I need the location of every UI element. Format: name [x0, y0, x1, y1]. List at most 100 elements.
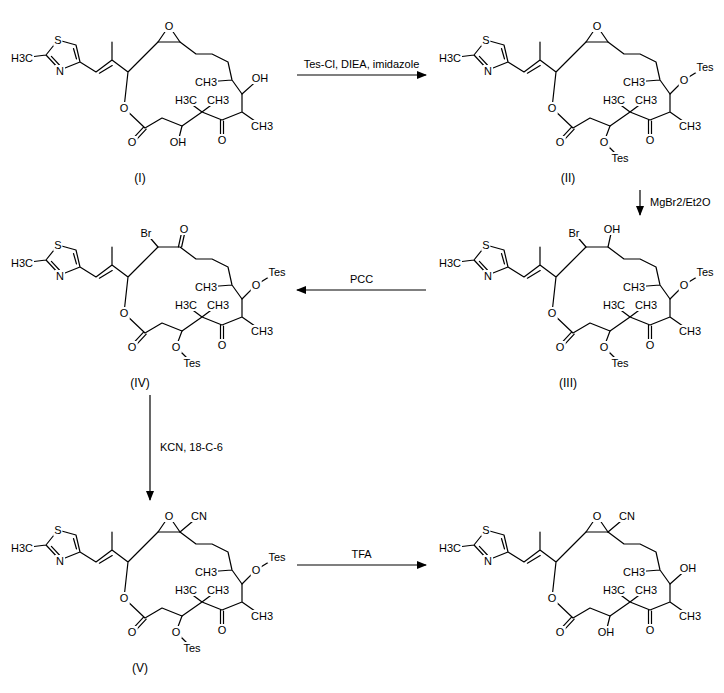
skeleton: [22, 245, 262, 348]
atom-label: O: [592, 20, 603, 32]
atom-label: CH3: [194, 281, 218, 293]
atom-label: CH3: [194, 76, 218, 88]
atom-label: H3C: [174, 584, 198, 596]
silyl-ether-bonds: [176, 557, 277, 648]
molecule-drawing: [450, 26, 705, 158]
molecule-drawing: [22, 516, 277, 648]
atom-label: Tes: [610, 357, 629, 369]
atom-label: S: [53, 524, 62, 536]
atom-label: CH3: [250, 120, 274, 132]
atom-label: N: [483, 555, 493, 567]
atom-label: O: [599, 341, 610, 353]
reaction-arrow: [149, 395, 150, 500]
atom-label: O: [592, 510, 603, 522]
skeleton: [22, 530, 262, 633]
atom-label: CN: [618, 510, 636, 522]
atom-label: CH3: [678, 610, 702, 622]
atom-label: CH3: [250, 610, 274, 622]
atom-label: H3C: [602, 94, 626, 106]
compound: OSH3CNOHCH3H3CCH3OCH3OOOH(I): [5, 12, 293, 188]
compound: OCNSTesH3CNOCH3H3CCH3OCH3OOOTes(V): [5, 502, 293, 678]
atom-label: OH: [603, 223, 622, 235]
atom-label: CH3: [678, 325, 702, 337]
atom-label: O: [645, 624, 656, 636]
atom-label: H3C: [438, 52, 462, 64]
atom-label: CH3: [634, 299, 658, 311]
compound: OCNSH3CNOHCH3H3CCH3OCH3OOOH: [430, 502, 722, 678]
atom-label: O: [555, 341, 566, 353]
molecule-drawing: [450, 516, 690, 633]
atom-label: O: [547, 307, 558, 319]
hydroxyl-bonds: [178, 78, 260, 142]
compound-number: (II): [560, 172, 577, 184]
atom-label: O: [127, 626, 138, 638]
atom-label: H3C: [438, 257, 462, 269]
atom-label: CH3: [622, 76, 646, 88]
atom-label: O: [164, 510, 175, 522]
atom-label: O: [645, 134, 656, 146]
atom-label: CH3: [678, 120, 702, 132]
atom-label: S: [481, 524, 490, 536]
skeleton: [22, 40, 262, 143]
atom-label: H3C: [174, 94, 198, 106]
hydroxyl-bonds: [606, 568, 688, 632]
atom-label: Tes: [610, 152, 629, 164]
atom-label: O: [217, 339, 228, 351]
compound-number: (I): [133, 172, 146, 184]
atom-label: CH3: [634, 94, 658, 106]
atom-label: Tes: [695, 61, 714, 73]
atom-label: Tes: [267, 551, 286, 563]
atom-label: S: [481, 34, 490, 46]
atom-label: S: [481, 239, 490, 251]
atom-label: H3C: [174, 299, 198, 311]
atom-label: H3C: [602, 584, 626, 596]
atom-label: OH: [597, 626, 616, 638]
atom-label: Br: [140, 227, 153, 239]
compound-number: (V): [131, 662, 149, 674]
reagent-label: PCC: [348, 273, 375, 286]
atom-label: CH3: [194, 566, 218, 578]
atom-label: H3C: [10, 52, 34, 64]
atom-label: H3C: [10, 542, 34, 554]
compound-number: (III): [558, 377, 578, 389]
atom-label: Br: [568, 227, 581, 239]
molecule-drawing: [450, 229, 705, 363]
compound: OBrSTesH3CNOCH3H3CCH3OCH3OOOTes(IV): [5, 217, 293, 393]
atom-label: O: [547, 592, 558, 604]
compound: OSTesH3CNOCH3H3CCH3OCH3OOOTes(II): [430, 12, 722, 188]
atom-label: O: [127, 136, 138, 148]
atom-label: O: [555, 136, 566, 148]
atom-label: O: [679, 279, 690, 291]
atom-label: O: [179, 223, 190, 235]
atom-label: Tes: [695, 266, 714, 278]
atom-label: S: [53, 34, 62, 46]
atom-label: OH: [679, 562, 698, 574]
compound-number: (IV): [129, 377, 150, 389]
atom-label: O: [679, 74, 690, 86]
atom-label: O: [645, 339, 656, 351]
atom-label: N: [483, 65, 493, 77]
atom-label: CH3: [622, 281, 646, 293]
atom-label: OH: [169, 136, 188, 148]
reagent-label: TFA: [349, 548, 373, 561]
atom-label: N: [55, 65, 65, 77]
atom-label: S: [53, 239, 62, 251]
atom-label: H3C: [438, 542, 462, 554]
reagent-label: MgBr2/Et2O: [648, 196, 713, 209]
atom-label: O: [119, 102, 130, 114]
compound: OHBrSTesH3CNOCH3H3CCH3OCH3OOOTes(III): [430, 217, 722, 393]
atom-label: CH3: [206, 299, 230, 311]
silyl-ether-bonds: [176, 272, 277, 363]
atom-label: N: [55, 270, 65, 282]
atom-label: OH: [251, 72, 270, 84]
atom-label: O: [599, 136, 610, 148]
atom-label: Tes: [182, 642, 201, 654]
atom-label: CH3: [250, 325, 274, 337]
atom-label: O: [119, 592, 130, 604]
atom-label: CH3: [634, 584, 658, 596]
atom-label: O: [217, 624, 228, 636]
atom-label: O: [164, 20, 175, 32]
atom-label: Tes: [182, 357, 201, 369]
silyl-ether-bonds: [604, 67, 705, 158]
